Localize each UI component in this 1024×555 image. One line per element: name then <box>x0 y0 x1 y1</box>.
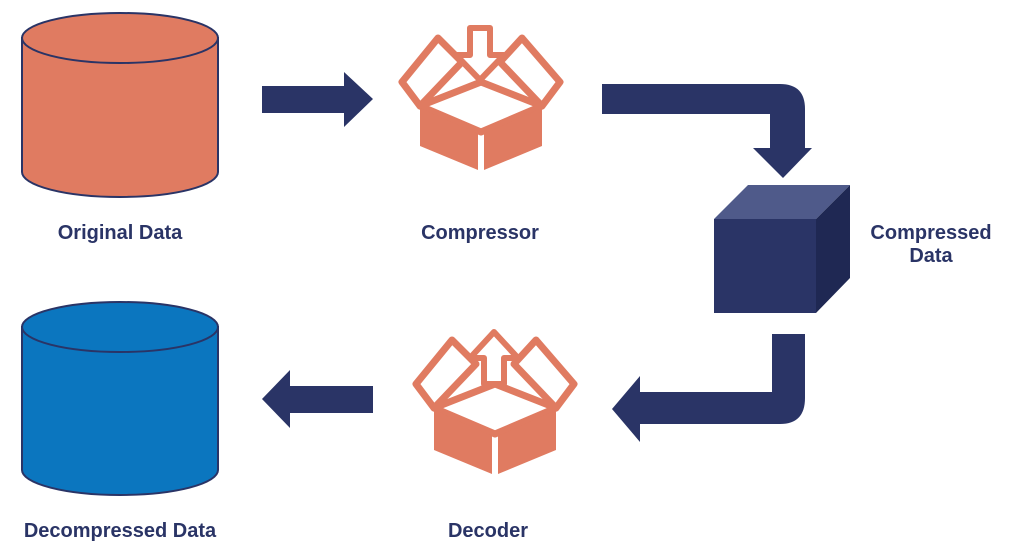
decoder-box-icon <box>412 329 578 474</box>
original-data-cylinder-icon <box>21 12 219 198</box>
compressed-data-cube-icon <box>714 185 850 313</box>
compressed-data-label: Compressed Data <box>858 222 1004 268</box>
decoder-label: Decoder <box>447 520 529 542</box>
compressed-data-label-line2: Data <box>909 245 953 267</box>
original-data-label: Original Data <box>57 222 183 244</box>
decompressed-data-cylinder-icon <box>21 301 219 496</box>
arrow-compressed-to-decoder <box>612 334 805 442</box>
compressed-data-label-line1: Compressed <box>870 222 992 244</box>
compressor-box-icon <box>398 25 564 170</box>
arrow-decoder-to-decompressed <box>262 370 373 428</box>
arrow-original-to-compressor <box>262 72 373 127</box>
decompressed-data-label: Decompressed Data <box>23 520 217 542</box>
arrow-compressor-to-compressed <box>602 84 812 178</box>
compressor-label: Compressor <box>421 222 539 244</box>
